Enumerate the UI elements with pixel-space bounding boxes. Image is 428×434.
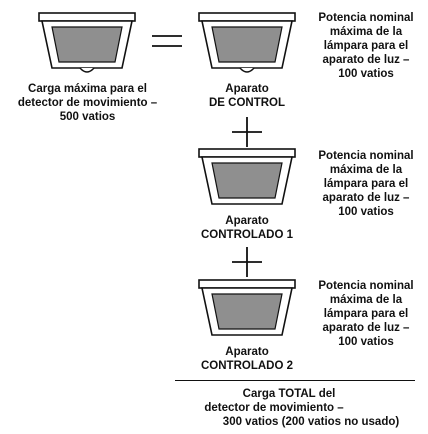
controlled-fixture-2-icon — [198, 279, 296, 345]
caption-line: DE CONTROL — [208, 97, 286, 109]
rating-line: Potencia nominal — [318, 12, 414, 24]
plus-icon — [232, 117, 262, 147]
rating-line: Potencia nominal — [318, 280, 414, 292]
rating-line: Potencia nominal — [318, 150, 414, 162]
total-line: Carga TOTAL del — [242, 388, 336, 400]
caption-line: Aparato — [225, 346, 269, 358]
total-load-caption: Carga TOTAL del detector de movimiento –… — [150, 387, 428, 429]
rating-line: máxima de la — [329, 26, 403, 38]
plus-icon — [232, 247, 262, 277]
equals-icon — [152, 35, 182, 47]
caption-line: Aparato — [225, 215, 269, 227]
controlled-fixture-1-icon — [198, 148, 296, 214]
rating-line: máxima de la — [329, 294, 403, 306]
rating-line: 100 vatios — [338, 206, 394, 218]
rating-line: aparato de luz – — [322, 192, 410, 204]
caption-line: CONTROLADO 2 — [201, 360, 293, 372]
rating-line: lámpara para el — [323, 40, 409, 52]
rating-line: máxima de la — [329, 164, 403, 176]
control-fixture-rating: Potencia nominal máxima de la lámpara pa… — [306, 11, 426, 81]
control-fixture-caption: Aparato DE CONTROL — [185, 82, 309, 110]
caption-line: CONTROLADO 1 — [201, 229, 293, 241]
rating-line: lámpara para el — [323, 178, 409, 190]
caption-line: detector de movimiento – — [17, 97, 158, 109]
rating-line: aparato de luz – — [322, 54, 410, 66]
detector-max-load-caption: Carga máxima para el detector de movimie… — [0, 82, 175, 124]
sum-divider-line — [175, 380, 415, 381]
motion-detector-fixture-icon — [38, 12, 136, 78]
controlled-fixture-1-rating: Potencia nominal máxima de la lámpara pa… — [306, 149, 426, 219]
rating-line: lámpara para el — [323, 308, 409, 320]
caption-line: 500 vatios — [59, 111, 116, 123]
total-line: detector de movimiento – — [204, 402, 344, 414]
rating-line: 100 vatios — [338, 336, 394, 348]
caption-line: Aparato — [225, 83, 269, 95]
control-fixture-icon — [198, 12, 296, 78]
total-line: 300 vatios (200 vatios no usado) — [222, 416, 400, 428]
controlled-fixture-2-rating: Potencia nominal máxima de la lámpara pa… — [306, 279, 426, 349]
caption-line: Carga máxima para el — [28, 83, 147, 95]
rating-line: 100 vatios — [338, 68, 394, 80]
rating-line: aparato de luz – — [322, 322, 410, 334]
controlled-fixture-2-caption: Aparato CONTROLADO 2 — [185, 345, 309, 373]
controlled-fixture-1-caption: Aparato CONTROLADO 1 — [185, 214, 309, 242]
